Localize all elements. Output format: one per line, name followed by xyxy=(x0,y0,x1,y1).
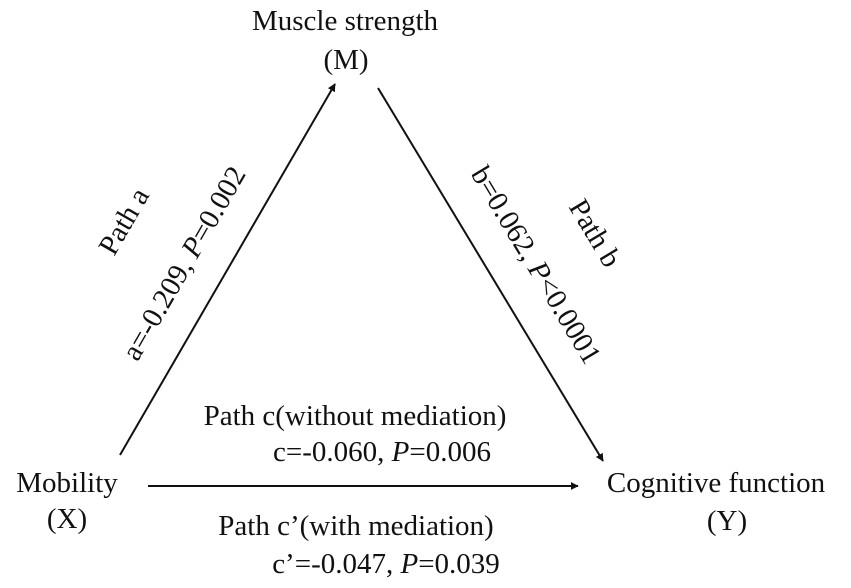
path-c-prime-p-symbol: P xyxy=(399,548,418,580)
path-a-p-value: =0.002 xyxy=(184,161,253,248)
path-a-coef: a=-0.209, xyxy=(116,247,203,366)
path-c-prime-p-value: =0.039 xyxy=(418,548,500,580)
path-b-name: Path b xyxy=(562,194,627,273)
path-c-prime-name: Path c’(with mediation) xyxy=(218,510,493,542)
path-c-name: Path c(without mediation) xyxy=(204,400,507,432)
node-x-symbol: (X) xyxy=(47,503,87,535)
path-b-coef: b=0.062, xyxy=(464,161,548,272)
path-c-p-symbol: P xyxy=(391,436,410,468)
path-a-name: Path a xyxy=(92,182,156,260)
arrow-path-b xyxy=(377,87,604,462)
path-c-coef: c=-0.060, xyxy=(273,436,392,468)
node-m-symbol: (M) xyxy=(323,44,368,76)
path-c-p-value: =0.006 xyxy=(409,436,491,468)
node-y-symbol: (Y) xyxy=(707,505,747,537)
node-m-label: Muscle strength xyxy=(252,5,439,37)
path-c-prime-stats: c’=-0.047, P=0.039 xyxy=(272,548,500,580)
arrow-path-a xyxy=(119,83,336,456)
node-x-label: Mobility xyxy=(16,467,118,499)
path-c-prime-coef: c’=-0.047, xyxy=(272,548,400,580)
node-y-label: Cognitive function xyxy=(607,467,826,499)
path-b-p-value: <0.0001 xyxy=(530,271,607,370)
path-c-stats: c=-0.060, P=0.006 xyxy=(273,436,491,468)
